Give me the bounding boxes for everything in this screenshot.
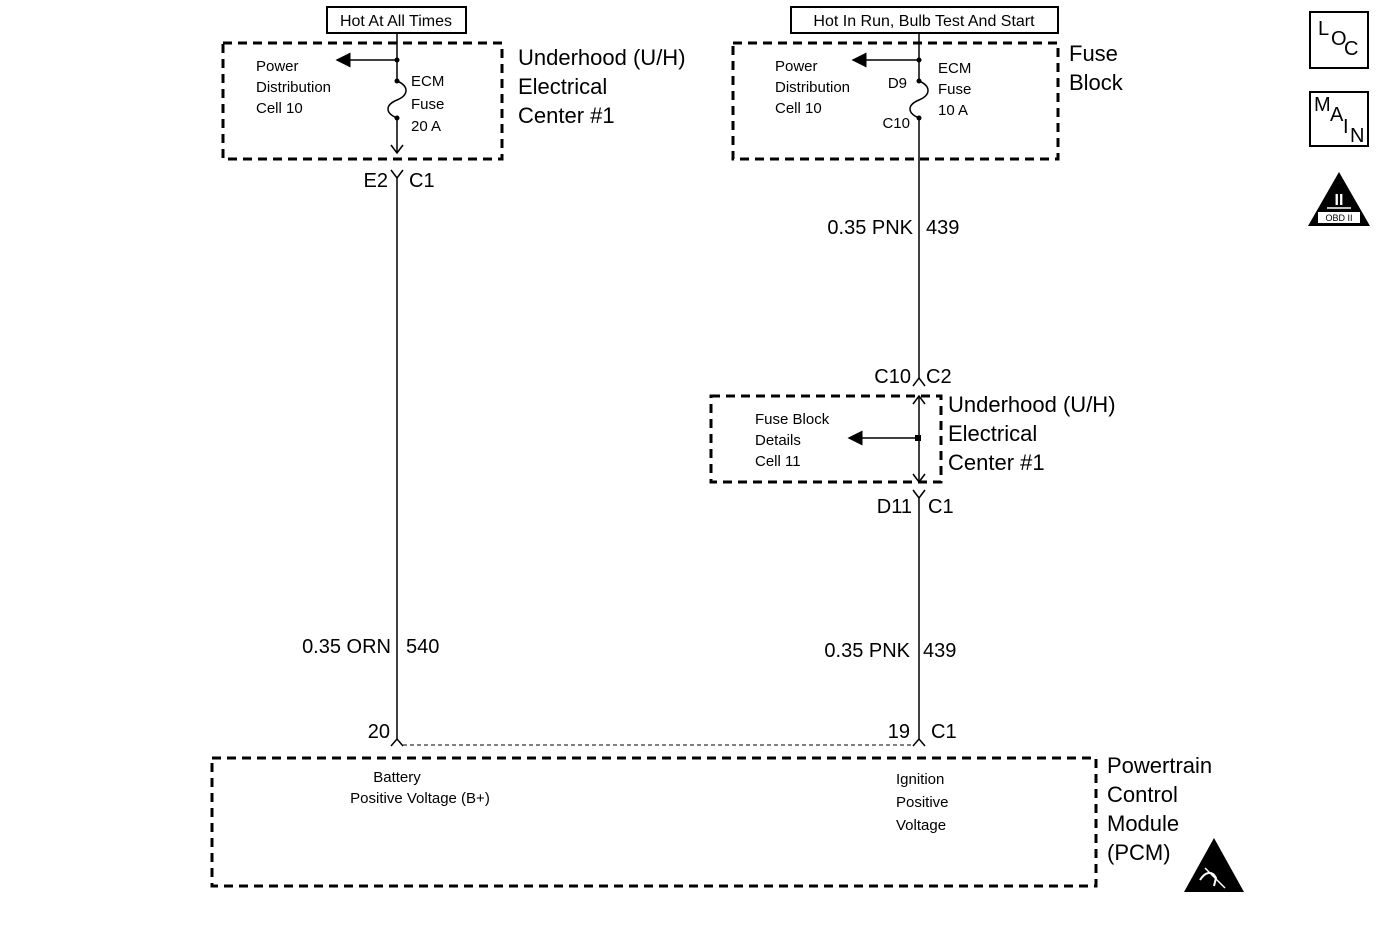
uh-cell-ref-line3: Cell 11 [755,453,801,470]
left-fuse-rating: 20 A [411,118,441,135]
loc-letter-c: C [1344,38,1358,60]
wire-540-color: 0.35 ORN [302,636,391,658]
wire-439-upper-circuit: 439 [926,217,959,239]
main-letter-n: N [1350,125,1364,147]
header-left-label: Hot At All Times [340,13,452,30]
right-cell-ref-line2: Distribution [775,79,850,96]
uh-electrical-center-box-left [221,41,504,161]
pcm-name-line4: (PCM) [1107,840,1171,865]
fuse-icon [387,60,407,155]
left-component-line2: Electrical [518,74,607,99]
obd-ii-icon[interactable]: II OBD II [1308,172,1370,226]
obd-label: OBD II [1325,213,1352,223]
pcm-name-line1: Powertrain [1107,753,1212,778]
right-component-line2: Block [1069,70,1124,95]
pcm-connector-c1: C1 [931,721,957,743]
fuse-block-box [731,41,1060,161]
right-fuse-rating: 10 A [938,102,968,119]
left-component-line3: Center #1 [518,103,615,128]
connector-d11-pin: D11 [877,496,912,518]
left-cell-ref-line1: Power [256,58,299,75]
main-letter-i: I [1343,116,1349,138]
pcm-box [210,756,1098,888]
main-letter-a: A [1330,104,1344,126]
right-fuse-name: ECM [938,60,971,77]
uh-cell-ref-line2: Details [755,432,801,449]
pcm-battery-label-line1: Battery [373,769,421,786]
connector-c2-pin: C10 [874,366,911,388]
pcm-ignition-label-line3: Voltage [896,817,946,834]
left-fuse-name: ECM [411,73,444,90]
uh-component-line3: Center #1 [948,450,1045,475]
fuse-pin-c10: C10 [882,115,910,132]
connector-e2-symbol [390,169,404,180]
left-cell-ref-line3: Cell 10 [256,100,303,117]
pcm-pin-20: 20 [368,721,390,743]
pcm-name-line2: Control [1107,782,1178,807]
right-component-line1: Fuse [1069,41,1118,66]
fuse-pin-d9: D9 [888,75,907,92]
uh-component-line2: Electrical [948,421,1037,446]
header-hot-at-all-times: Hot At All Times [326,6,467,60]
left-fuse-label: Fuse [411,96,444,113]
right-cell-ref-line3: Cell 10 [775,100,822,117]
loc-icon[interactable]: L O C [1309,11,1369,69]
wire-439-upper-color: 0.35 PNK [827,217,913,239]
obd-roman-numeral: II [1335,192,1344,209]
pcm-battery-label-line2: Positive Voltage (B+) [350,790,490,807]
connector-c2-id: C2 [926,366,952,388]
uh-component-line1: Underhood (U/H) [948,392,1116,417]
right-cell-ref-line1: Power [775,58,818,75]
pcm-ignition-label-line1: Ignition [896,771,944,788]
connector-e2-pin: E2 [364,170,388,192]
uh-cell-ref-line1: Fuse Block [755,411,830,428]
main-icon[interactable]: M A I N [1309,91,1369,147]
wire-439-lower-circuit: 439 [923,640,956,662]
pcm-pin-19: 19 [888,721,910,743]
pcm-name-line3: Module [1107,811,1179,836]
left-cell-ref-line2: Distribution [256,79,331,96]
uh-electrical-center-box-right [709,394,943,484]
wire-439-lower-color: 0.35 PNK [824,640,910,662]
connector-d11-symbol [912,489,926,500]
pcm-ignition-label-line2: Positive [896,794,949,811]
wire-540-circuit: 540 [406,636,439,658]
fuse-icon [909,60,929,121]
left-component-line1: Underhood (U/H) [518,45,686,70]
right-fuse-label: Fuse [938,81,971,98]
connector-d11-id: C1 [928,496,954,518]
loc-letter-l: L [1318,18,1329,40]
loc-letter-o: O [1331,28,1347,50]
header-hot-in-run: Hot In Run, Bulb Test And Start [790,6,1059,60]
connector-c2-symbol [912,376,926,387]
main-letter-m: M [1314,94,1331,116]
esd-warning-icon [1184,838,1244,892]
header-right-label: Hot In Run, Bulb Test And Start [813,13,1035,30]
connector-e2-id: C1 [409,170,435,192]
